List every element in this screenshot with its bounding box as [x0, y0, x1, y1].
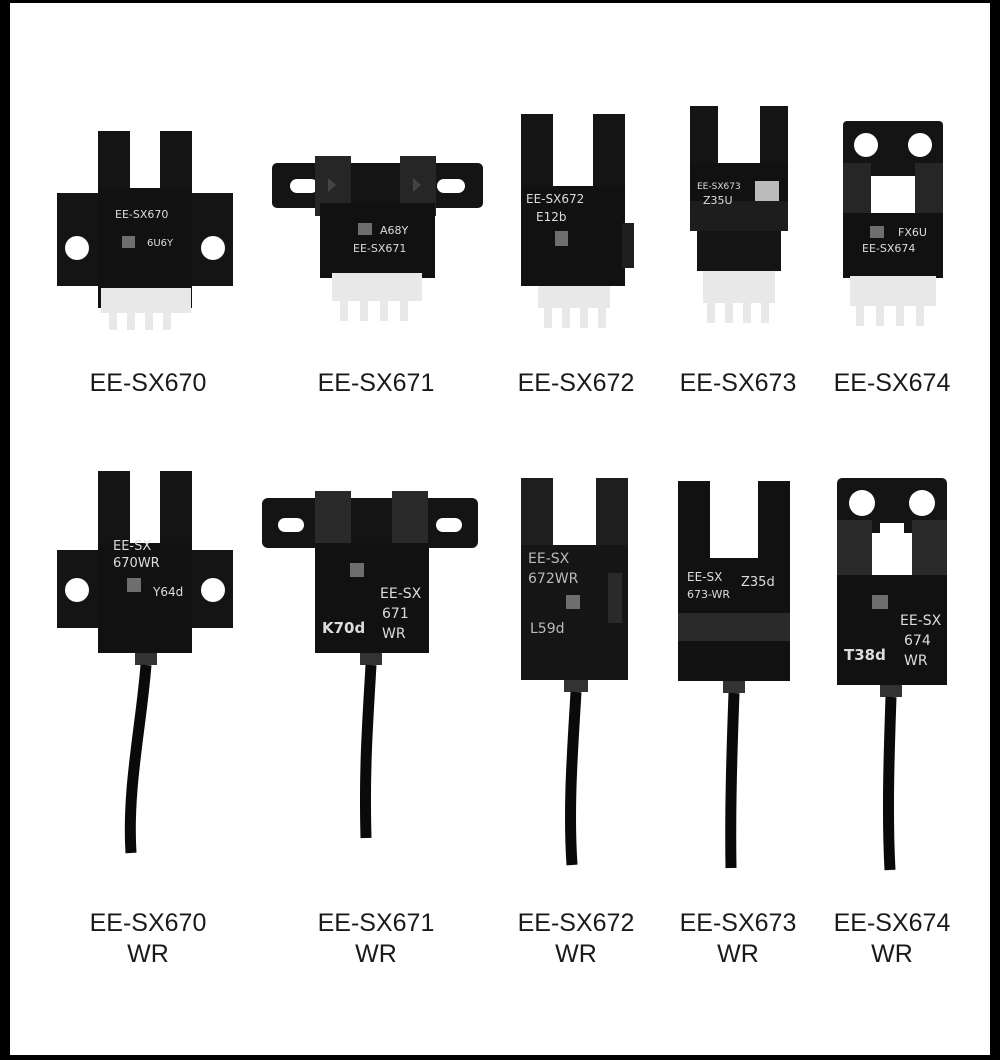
sensor-ee-sx674-wr-image: EE-SX 674 WR T38d: [837, 478, 947, 871]
sensor-print-text: EE-SX: [528, 551, 570, 567]
sensor-print-text: 6U6Y: [147, 238, 174, 249]
sensor-print-text: 670WR: [113, 556, 160, 571]
sensor-ee-sx674-image: FX6U EE-SX674: [843, 121, 943, 326]
sensor-ee-sx672: EE-SX672 E12b: [518, 111, 638, 333]
model-caption-line: EE-SX674: [833, 369, 951, 397]
sensor-ee-sx670: EE-SX670 6U6Y: [55, 128, 235, 333]
sensor-print-text: EE-SX674: [862, 242, 915, 255]
model-caption-line: WR: [355, 940, 397, 968]
model-caption: EE-SX671 WR: [276, 908, 476, 970]
sensor-ee-sx670-wr: EE-SX 670WR Y64d: [55, 468, 235, 858]
sensor-ee-sx670-wr-image: EE-SX 670WR Y64d: [57, 471, 233, 854]
sensor-ee-sx671: A68Y EE-SX671: [270, 153, 485, 333]
sensor-print-text: EE-SX: [380, 586, 422, 602]
model-caption-line: WR: [127, 940, 169, 968]
sensor-print-text: 671: [382, 606, 409, 622]
model-caption-line: EE-SX672: [517, 909, 635, 937]
model-caption: EE-SX672 WR: [476, 908, 676, 970]
sensor-ee-sx672-wr: EE-SX 672WR L59d: [518, 475, 638, 870]
sensor-print-text: EE-SX673: [697, 182, 741, 192]
sensor-print-text: WR: [382, 626, 406, 642]
sensor-print-text: EE-SX: [687, 570, 722, 584]
model-caption: EE-SX670: [48, 368, 248, 399]
sensor-print-text: L59d: [530, 621, 565, 637]
model-caption: EE-SX672: [476, 368, 676, 399]
sensor-print-text: EE-SX670: [115, 208, 168, 221]
sensor-ee-sx673-image: EE-SX673 Z35U: [690, 106, 788, 323]
sensor-ee-sx673: EE-SX673 Z35U: [685, 103, 795, 333]
sensor-print-text: A68Y: [380, 224, 409, 237]
sensor-ee-sx672-wr-image: EE-SX 672WR L59d: [521, 478, 628, 866]
model-caption-line: WR: [555, 940, 597, 968]
product-image-frame: EE-SX670 6U6Y A68Y EE-SX671: [10, 3, 990, 1055]
sensor-print-text: EE-SX672: [526, 192, 584, 206]
model-caption: EE-SX671: [276, 368, 476, 399]
sensor-print-text: 673-WR: [687, 588, 730, 601]
sensor-ee-sx674-wr: EE-SX 674 WR T38d: [832, 475, 952, 873]
model-caption-line: WR: [871, 940, 913, 968]
model-caption: EE-SX673: [638, 368, 838, 399]
sensor-ee-sx673-wr-image: EE-SX 673-WR Z35d: [678, 481, 790, 869]
sensor-ee-sx671-wr: EE-SX 671 WR K70d: [260, 488, 480, 843]
sensor-ee-sx673-wr: EE-SX 673-WR Z35d: [675, 478, 800, 873]
model-caption-line: EE-SX673: [679, 909, 797, 937]
sensor-print-text: 674: [904, 633, 931, 649]
sensor-print-text: Y64d: [152, 585, 183, 599]
sensor-print-text: E12b: [536, 210, 566, 224]
sensor-print-text: Z35U: [703, 194, 733, 207]
sensor-ee-sx671-wr-image: EE-SX 671 WR K70d: [262, 491, 478, 839]
sensor-ee-sx671-image: A68Y EE-SX671: [272, 156, 483, 321]
sensor-ee-sx670-image: EE-SX670 6U6Y: [57, 131, 233, 330]
model-caption: EE-SX674: [792, 368, 992, 399]
sensor-print-text: EE-SX: [113, 539, 151, 554]
model-caption-line: EE-SX671: [317, 909, 435, 937]
model-caption-line: EE-SX670: [89, 909, 207, 937]
sensor-print-text: Z35d: [741, 575, 775, 590]
sensor-print-text: FX6U: [898, 226, 927, 239]
model-caption-line: EE-SX674: [833, 909, 951, 937]
model-caption-line: EE-SX671: [317, 369, 435, 397]
model-caption-line: EE-SX672: [517, 369, 635, 397]
model-caption-line: WR: [717, 940, 759, 968]
sensor-ee-sx672-image: EE-SX672 E12b: [521, 114, 634, 328]
model-caption: EE-SX670 WR: [48, 908, 248, 970]
sensor-print-text: T38d: [844, 646, 886, 664]
sensor-ee-sx674: FX6U EE-SX674: [838, 118, 948, 333]
model-caption: EE-SX674 WR: [792, 908, 992, 970]
sensor-grid: EE-SX670 6U6Y A68Y EE-SX671: [10, 3, 990, 1055]
sensor-print-text: EE-SX: [900, 613, 942, 629]
sensor-print-text: 672WR: [528, 571, 579, 587]
sensor-print-text: WR: [904, 653, 928, 669]
model-caption-line: EE-SX673: [679, 369, 797, 397]
model-caption-line: EE-SX670: [89, 369, 207, 397]
model-caption: EE-SX673 WR: [638, 908, 838, 970]
sensor-print-text: K70d: [322, 619, 365, 637]
sensor-print-text: EE-SX671: [353, 242, 406, 255]
